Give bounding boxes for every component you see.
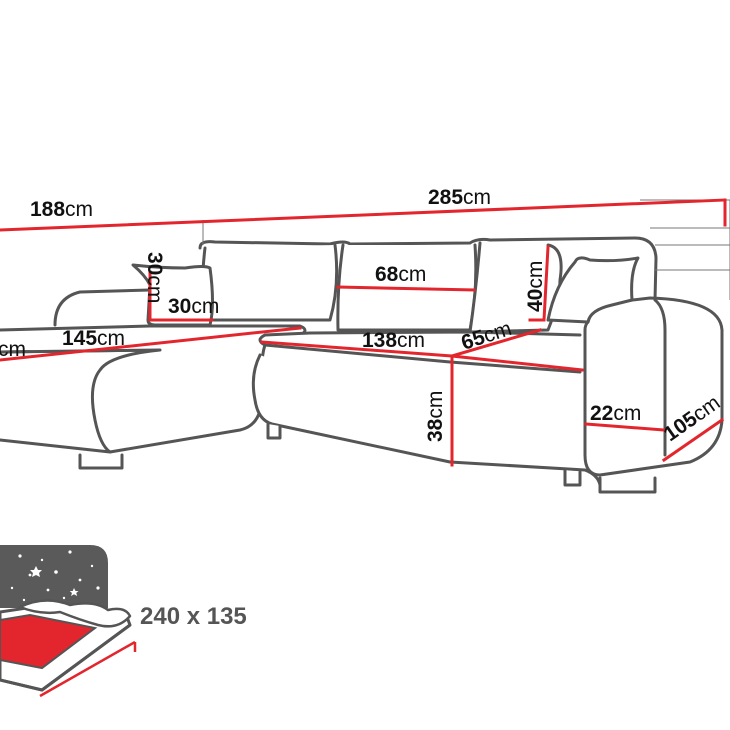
- label-chaise-left: cm: [0, 338, 26, 361]
- measure-line-back-height: [528, 245, 550, 322]
- label-total-width: 285cm: [428, 186, 491, 209]
- label-pillow-height: 30cm: [143, 252, 166, 303]
- measure-line-depth: [661, 417, 725, 463]
- measure-line-pillow: [148, 270, 214, 322]
- label-back-height: 40cm: [524, 261, 547, 312]
- measure-line-seat-depth: [450, 328, 542, 358]
- label-chaise-length: 145cm: [62, 327, 125, 350]
- label-chaise-width: 188cm: [30, 198, 93, 221]
- measure-line-chaise: [0, 326, 302, 362]
- label-pillow-width: 30cm: [168, 295, 219, 318]
- bed-mattress: [0, 613, 98, 670]
- bed-size-label: 240 x 135: [140, 603, 247, 630]
- label-seat-width: 138cm: [362, 329, 425, 352]
- label-seat-height: 38cm: [424, 391, 447, 442]
- sofa-bed-icon: [0, 545, 137, 698]
- label-back-cushion: 68cm: [375, 263, 426, 286]
- dimension-labels: 188cm 285cm 30cm 30cm 68cm 40cm cm 145cm…: [0, 186, 725, 446]
- sofa-outline: [0, 236, 724, 494]
- measurement-lines: [0, 198, 727, 467]
- measure-line-back-cushion: [336, 285, 476, 292]
- label-armrest: 22cm: [590, 402, 641, 425]
- stars-icon: [10, 550, 100, 602]
- night-panel: [0, 545, 108, 608]
- measure-line-width: [0, 198, 727, 232]
- measure-line-seat: [260, 340, 454, 358]
- measure-line-armrest: [584, 422, 666, 432]
- right-pillow: [546, 256, 640, 324]
